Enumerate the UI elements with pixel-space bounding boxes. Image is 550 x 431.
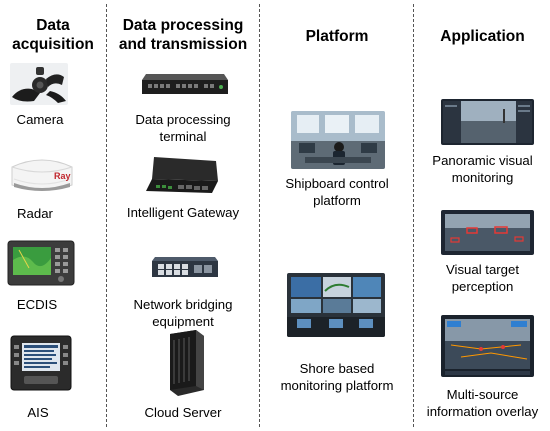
column-divider-2 (259, 4, 260, 427)
label-intelligent-gateway: Intelligent Gateway (126, 205, 240, 220)
shipboard-platform-image (291, 111, 385, 169)
label-ais: AIS (27, 405, 49, 420)
shore-platform-image (287, 273, 385, 337)
label-camera: Camera (16, 112, 64, 127)
column-divider-1 (106, 4, 107, 427)
header-data-processing: Data processing and transmission (118, 17, 248, 53)
label-radar: Radar (17, 206, 53, 221)
label-network-bridging: Network bridging equipment (133, 297, 233, 329)
network-bridge-image (152, 255, 218, 279)
radar-image: Ray (8, 155, 76, 193)
label-shore-monitoring: Shore based monitoring platform (280, 361, 394, 393)
information-overlay-image (441, 315, 534, 377)
header-platform: Platform (305, 28, 369, 45)
ecdis-image (7, 240, 75, 286)
cloud-server-image (164, 330, 206, 396)
radar-brand-text: Ray (54, 171, 71, 181)
processing-terminal-image (142, 70, 228, 96)
intelligent-gateway-image (146, 155, 220, 195)
label-ecdis: ECDIS (16, 297, 58, 312)
label-panoramic-monitoring: Panoramic visual monitoring (432, 153, 533, 185)
label-target-perception: Visual target perception (445, 262, 520, 294)
header-data-acquisition: Data acquisition (12, 17, 94, 53)
ais-image (10, 335, 72, 391)
label-cloud-server: Cloud Server (144, 405, 222, 420)
label-information-overlay: Multi-source information overlay (426, 387, 539, 419)
column-divider-3 (413, 4, 414, 427)
camera-image (10, 63, 68, 105)
target-perception-image (441, 210, 534, 255)
label-shipboard-control: Shipboard control platform (285, 176, 389, 208)
header-application: Application (440, 28, 525, 45)
panoramic-monitoring-image (441, 99, 534, 145)
label-data-processing-terminal: Data processing terminal (135, 112, 231, 144)
